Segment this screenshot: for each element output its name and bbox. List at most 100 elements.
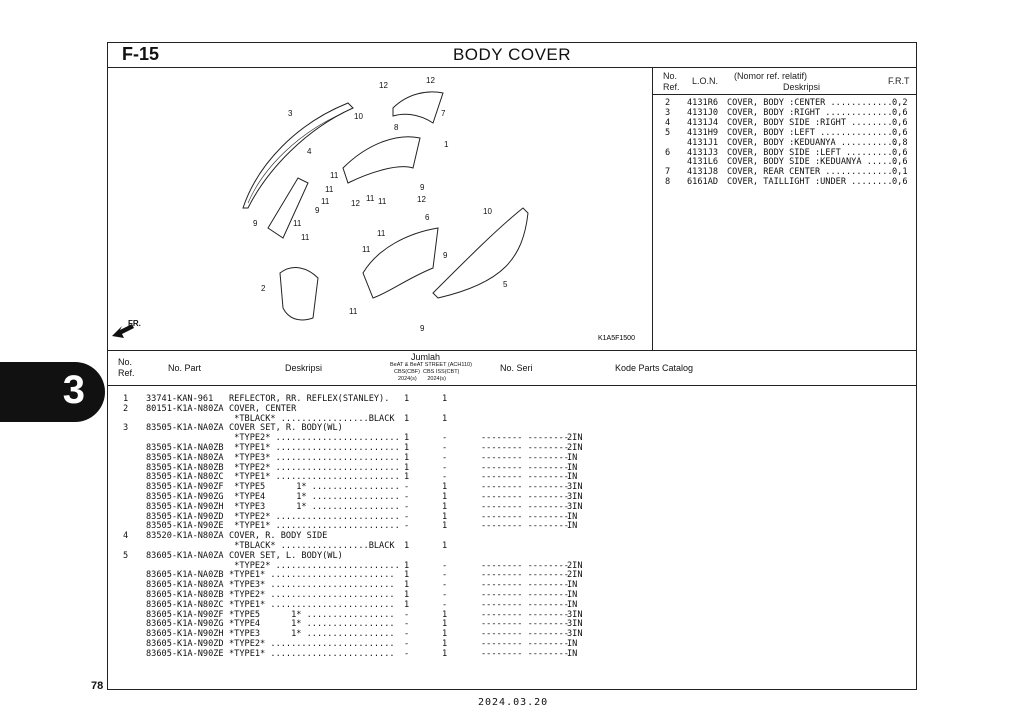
callout-label: 9 — [420, 324, 425, 333]
parts-head-catalog: Kode Parts Catalog — [615, 363, 694, 373]
parts-row-desc: *TBLACK* .................BLACK — [229, 541, 395, 551]
parts-row-qty2: - — [442, 462, 448, 473]
parts-row-qty2: 1 — [442, 609, 448, 620]
callout-label: 11 — [378, 197, 387, 206]
parts-row-part: 83505-K1A-NA0ZB — [146, 443, 224, 453]
divider-vertical — [652, 67, 653, 351]
parts-row-part: 83605-K1A-N90ZD — [146, 639, 224, 649]
section-tab: 3 — [0, 362, 105, 422]
parts-row-qty1: - — [404, 492, 410, 502]
ref-row-desc: COVER, BODY :KEDUANYA ........... — [727, 137, 898, 148]
ref-row-no: 7 — [665, 167, 671, 178]
front-arrow-icon — [112, 324, 134, 338]
ref-row-no: 5 — [665, 127, 671, 138]
parts-row-catalog: IN — [567, 511, 578, 522]
parts-row-desc: *TYPE3 1* ................. — [229, 501, 400, 512]
part-6-shape — [362, 227, 439, 299]
ref-head-divider — [653, 94, 916, 95]
parts-row-catalog: IN — [567, 648, 578, 659]
parts-row-part: 33741-KAN-961 — [146, 394, 214, 404]
ref-row-no: 8 — [665, 177, 671, 188]
parts-row-qty1: 1 — [404, 599, 410, 610]
ref-row-desc: COVER, BODY SIDE :RIGHT ........ — [727, 117, 893, 128]
parts-row-serial: -------- -------- — [481, 443, 569, 453]
callout-label: 5 — [503, 280, 508, 289]
ref-row-lon: 4131J8 — [687, 167, 719, 178]
parts-row-desc: *TYPE2* ........................ — [229, 560, 400, 571]
parts-row-catalog: 3IN — [567, 619, 583, 630]
ref-row-frt: 0,1 — [892, 167, 908, 178]
ref-row-desc: COVER, TAILLIGHT :UNDER ........ — [727, 177, 893, 188]
parts-row-qty2: - — [442, 560, 448, 571]
parts-row-qty2: 1 — [442, 619, 448, 630]
parts-row-catalog: 3IN — [567, 492, 583, 502]
parts-row-catalog: IN — [567, 639, 578, 649]
parts-row-catalog: IN — [567, 472, 578, 483]
parts-head-variants: CBS(CBF) CBS ISS(CBT) — [394, 369, 460, 375]
parts-row-qty2: 1 — [442, 639, 448, 649]
parts-row-ref: 1 — [123, 394, 129, 404]
parts-row-qty2: 1 — [442, 492, 448, 502]
parts-row-part: 83505-K1A-N90ZE — [146, 521, 224, 532]
parts-head-model: BeAT & BeAT STREET (ACH110) — [390, 362, 472, 368]
ref-row-lon: 4131R6 — [687, 98, 719, 108]
parts-row-desc: *TYPE2* ........................ — [229, 462, 400, 473]
callout-label: 11 — [293, 219, 302, 228]
parts-row-serial: -------- -------- — [481, 570, 569, 581]
ref-head-no: No. — [663, 71, 678, 81]
parts-row-qty2: 1 — [442, 541, 448, 551]
parts-row-part: 83605-K1A-NA0ZA — [146, 550, 224, 561]
parts-row-catalog: 3IN — [567, 501, 583, 512]
parts-row-serial: -------- -------- — [481, 639, 569, 649]
parts-row-qty1: 1 — [404, 394, 410, 404]
parts-head-ref: Ref. — [118, 368, 135, 378]
parts-row-serial: -------- -------- — [481, 648, 569, 659]
parts-row-desc: *TYPE1* ........................ — [229, 443, 400, 453]
parts-row-catalog: 2IN — [567, 433, 583, 444]
parts-row-qty1: 1 — [404, 472, 410, 483]
parts-row-qty1: - — [404, 639, 410, 649]
callout-label: 12 — [351, 199, 360, 208]
parts-row-ref: 5 — [123, 550, 129, 561]
parts-row-serial: -------- -------- — [481, 629, 569, 640]
parts-row-desc: *TYPE3* ........................ — [229, 452, 400, 463]
parts-head-qty: Jumlah — [411, 352, 441, 362]
ref-row-lon: 4131J0 — [687, 107, 719, 118]
parts-head-serial: No. Seri — [500, 363, 533, 373]
ref-row-lon: 6161AD — [687, 177, 719, 188]
part-2-shape — [279, 267, 319, 321]
callout-label: 11 — [349, 307, 358, 316]
parts-row-qty2: 1 — [442, 521, 448, 532]
ref-row-frt: 0,6 — [892, 107, 908, 118]
parts-row-part: 83605-K1A-N90ZH — [146, 629, 224, 640]
ref-row-no: 3 — [665, 107, 671, 118]
page-number: 78 — [91, 680, 104, 692]
ref-row-lon: 4131L6 — [687, 157, 719, 168]
parts-row-catalog: 2IN — [567, 443, 583, 453]
parts-row-desc: *TYPE1* ........................ — [229, 521, 400, 532]
callout-label: 11 — [377, 229, 386, 238]
parts-row-serial: -------- -------- — [481, 580, 569, 591]
parts-row-desc: *TYPE3 1* ................. — [229, 629, 395, 640]
parts-row-part: 83505-K1A-N90ZD — [146, 511, 224, 522]
parts-row-part: 83605-K1A-N90ZF — [146, 609, 224, 620]
callout-label: 10 — [483, 207, 492, 216]
callout-label: 12 — [426, 76, 435, 85]
ref-row-lon: 4131J4 — [687, 117, 719, 128]
callout-label: 9 — [420, 183, 425, 192]
ref-row-frt: 0,6 — [892, 177, 908, 188]
parts-row-desc: *TYPE2* ........................ — [229, 433, 400, 444]
ref-head-ref: Ref. — [663, 82, 680, 92]
front-marker-label: FR. — [128, 319, 141, 328]
ref-row-frt: 0,6 — [892, 117, 908, 128]
parts-row-desc: COVER, R. BODY SIDE — [229, 531, 328, 542]
parts-row-desc: *TYPE1* ........................ — [229, 648, 395, 659]
parts-row-catalog: 2IN — [567, 570, 583, 581]
parts-row-serial: -------- -------- — [481, 482, 569, 493]
parts-row-qty1: 1 — [404, 443, 410, 453]
parts-row-catalog: 2IN — [567, 560, 583, 571]
callout-label: 12 — [417, 195, 426, 204]
parts-row-part: 83505-K1A-N80ZB — [146, 462, 224, 473]
parts-row-part: 83505-K1A-N90ZG — [146, 492, 224, 502]
callout-label: 10 — [354, 112, 363, 121]
